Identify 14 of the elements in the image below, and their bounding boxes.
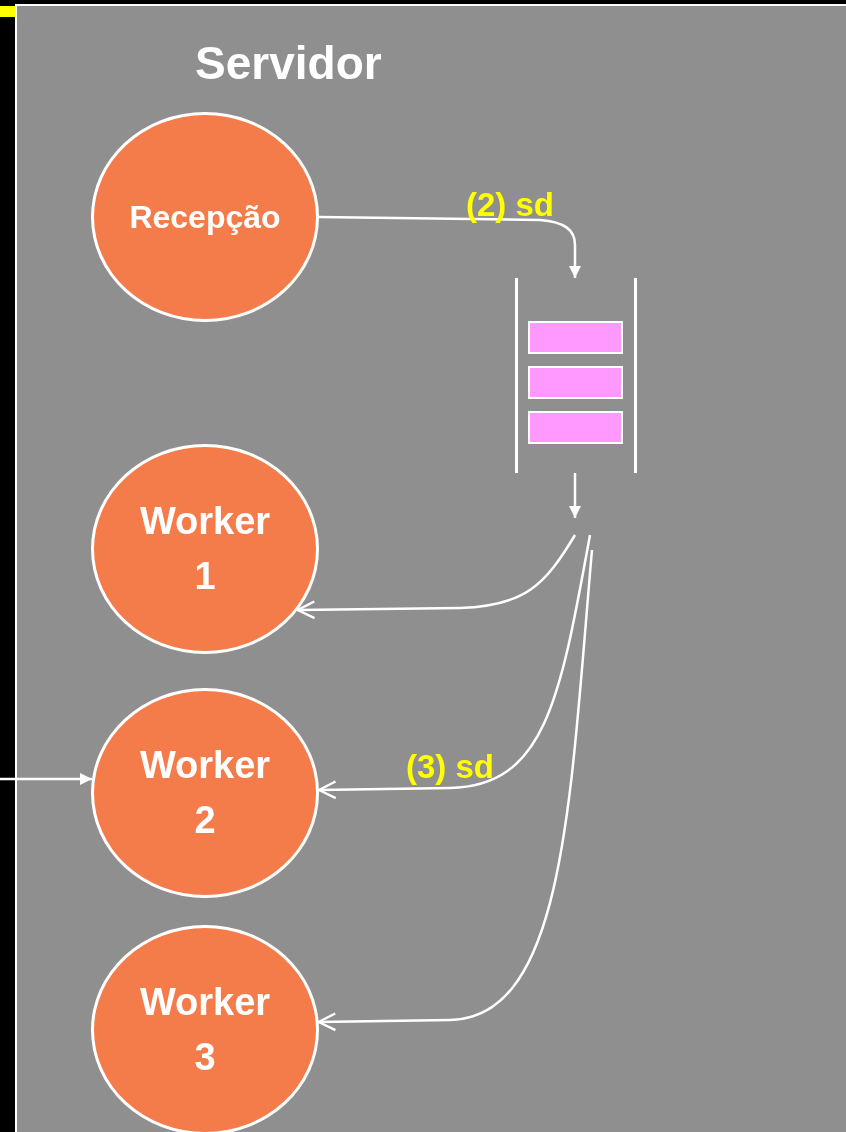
arrow	[317, 534, 592, 800]
node-label: Worker 2	[138, 742, 272, 843]
queue-drawing	[515, 278, 637, 473]
edge-label: (2) sd	[466, 188, 554, 221]
arrow	[568, 473, 582, 518]
node-label: Worker 1	[138, 498, 272, 599]
edge-label: (3) sd	[406, 750, 494, 783]
arrow	[317, 549, 594, 1032]
arrow	[296, 534, 577, 620]
node-label: Worker 3	[138, 979, 272, 1080]
arrow	[319, 215, 582, 278]
panel-title: Servidor	[195, 36, 382, 90]
node-label: Recepção	[128, 197, 282, 237]
arrow	[0, 772, 92, 786]
